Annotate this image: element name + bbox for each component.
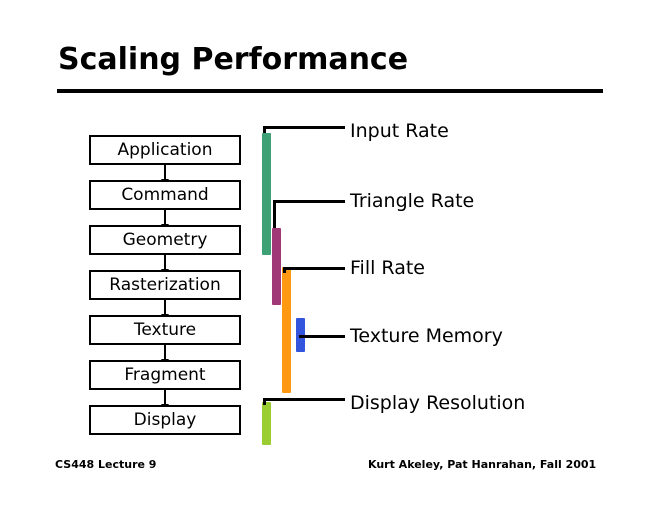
pipeline-stage-label: Fragment (124, 365, 206, 385)
leader-line-horizontal-display-resolution (263, 398, 345, 401)
pipeline-stage-label: Display (133, 410, 197, 430)
pipeline-stage-label: Command (121, 185, 209, 205)
leader-line-horizontal-texture-memory (299, 335, 345, 338)
metric-label-display-resolution: Display Resolution (350, 392, 526, 414)
pipeline-arrow-icon (161, 390, 169, 410)
metric-bar-triangle-rate (272, 228, 281, 305)
pipeline-stage-display: Display (89, 405, 241, 435)
pipeline-stage-label: Texture (133, 320, 197, 340)
pipeline-stage-command: Command (89, 180, 241, 210)
pipeline-arrow-icon (161, 345, 169, 365)
metric-label-texture-memory: Texture Memory (350, 325, 503, 347)
footer-lecture-label: CS448 Lecture 9 (55, 458, 157, 471)
leader-line-vertical-input-rate (263, 126, 266, 133)
pipeline-stage-fragment: Fragment (89, 360, 241, 390)
page-title: Scaling Performance (58, 42, 409, 77)
pipeline-stage-label: Rasterization (109, 275, 221, 295)
title-divider (57, 89, 603, 93)
pipeline-arrow-icon (161, 300, 169, 320)
pipeline-arrow-icon (161, 165, 169, 185)
metric-bar-fill-rate (282, 267, 291, 393)
metric-bar-input-rate (262, 133, 271, 255)
metric-label-input-rate: Input Rate (350, 120, 449, 142)
leader-line-horizontal-fill-rate (283, 267, 345, 270)
metric-label-fill-rate: Fill Rate (350, 257, 425, 279)
footer-authors-label: Kurt Akeley, Pat Hanrahan, Fall 2001 (368, 458, 597, 471)
pipeline-stage-rasterization: Rasterization (89, 270, 241, 300)
leader-line-vertical-fill-rate (283, 267, 286, 273)
pipeline-stage-texture: Texture (89, 315, 241, 345)
metric-bar-display-resolution (262, 402, 271, 445)
pipeline-stage-geometry: Geometry (89, 225, 241, 255)
leader-line-horizontal-input-rate (263, 126, 345, 129)
leader-line-vertical-triangle-rate (273, 200, 276, 228)
pipeline-stage-label: Application (117, 140, 213, 160)
pipeline-stage-label: Geometry (122, 230, 208, 250)
pipeline-arrow-icon (161, 210, 169, 230)
leader-line-horizontal-triangle-rate (273, 200, 345, 203)
metric-label-triangle-rate: Triangle Rate (350, 190, 475, 212)
pipeline-stage-application: Application (89, 135, 241, 165)
pipeline-arrow-icon (161, 255, 169, 275)
leader-line-vertical-display-resolution (263, 398, 266, 405)
